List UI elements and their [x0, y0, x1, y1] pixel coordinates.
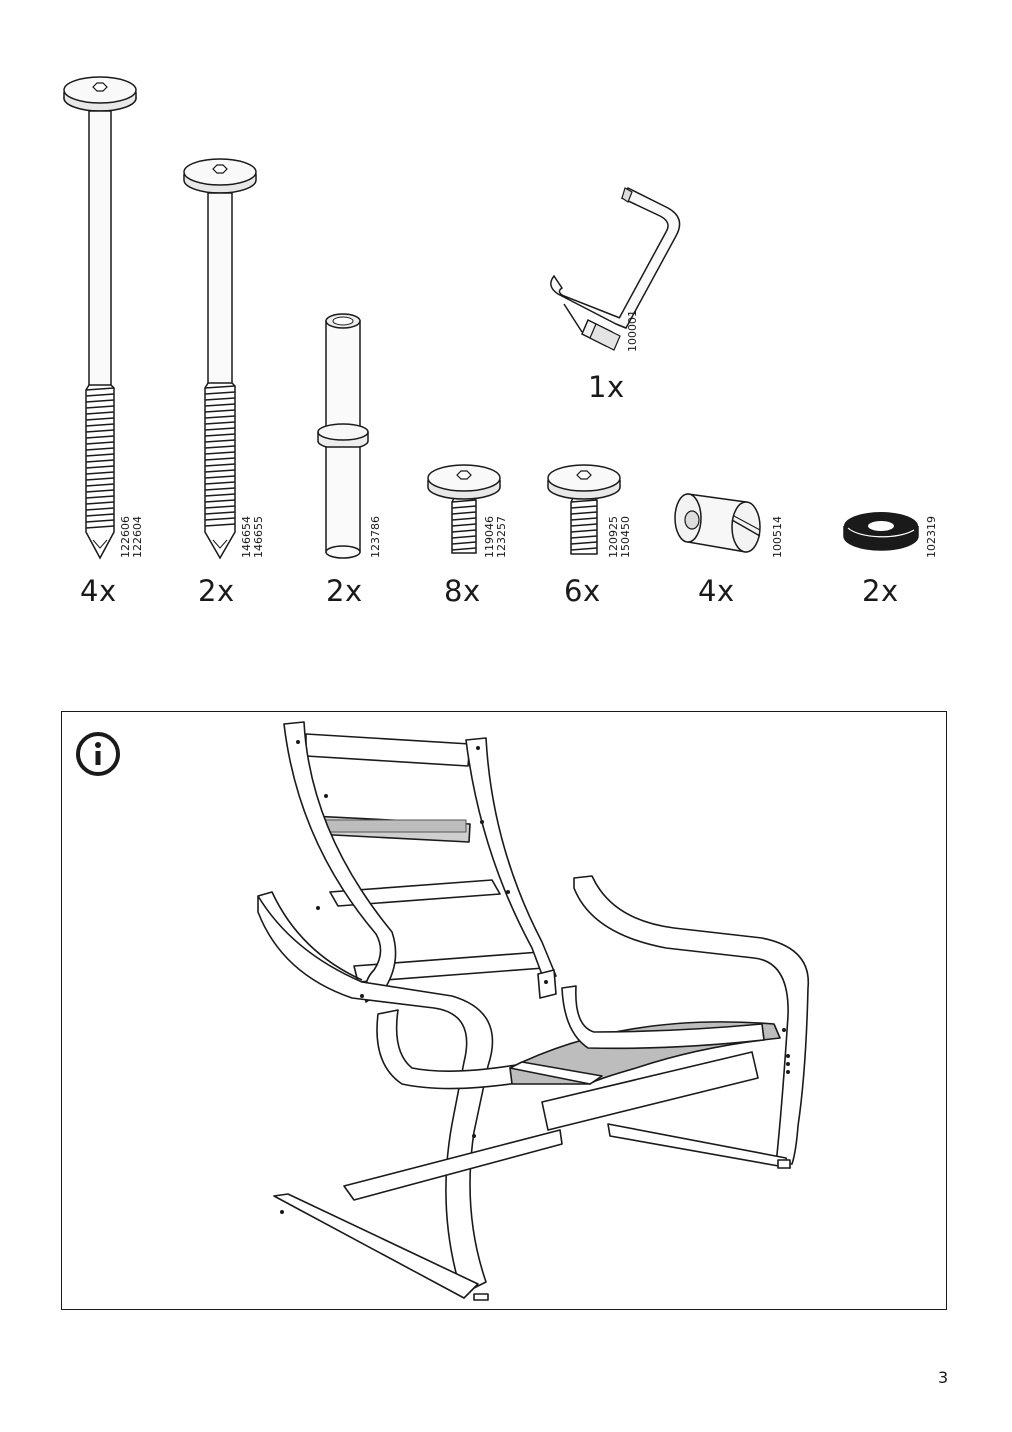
- quantity-washer: 2x: [862, 574, 899, 608]
- dowel-icon: [317, 313, 369, 559]
- medium-bolt-icon: [183, 158, 257, 560]
- quantity-short-bolt-b: 6x: [564, 574, 601, 608]
- quantity-allen-key: 1x: [588, 370, 625, 404]
- part-code-washer: 102319: [925, 516, 938, 558]
- armchair-frame-illustration: [257, 721, 810, 1301]
- info-icon: [76, 732, 120, 776]
- long-bolt-part: [60, 70, 140, 574]
- dowel-part: [315, 310, 375, 564]
- part-code-allen-key: 100001: [626, 310, 639, 352]
- washer-icon: [843, 512, 919, 551]
- part-code-dowel: 123786: [369, 516, 382, 558]
- short-bolt-b-part: [546, 460, 622, 564]
- barrel-nut-icon: [674, 493, 761, 553]
- allen-key-icon: [550, 187, 681, 351]
- quantity-long-bolt: 4x: [80, 574, 117, 608]
- short-bolt-a-part: [426, 460, 502, 564]
- medium-bolt-part: [180, 152, 260, 576]
- page-number: 3: [938, 1368, 949, 1387]
- part-code-barrel-nut: 100514: [771, 516, 784, 558]
- info-panel: [61, 711, 947, 1310]
- short-bolt-b-icon: [547, 464, 621, 555]
- quantity-barrel-nut: 4x: [698, 574, 735, 608]
- quantity-short-bolt-a: 8x: [444, 574, 481, 608]
- allen-key-part: [540, 180, 700, 364]
- long-bolt-icon: [63, 76, 137, 560]
- quantity-medium-bolt: 2x: [198, 574, 235, 608]
- short-bolt-a-icon: [427, 464, 501, 554]
- barrel-nut-part: [668, 488, 768, 562]
- quantity-dowel: 2x: [326, 574, 363, 608]
- washer-part: [842, 508, 922, 562]
